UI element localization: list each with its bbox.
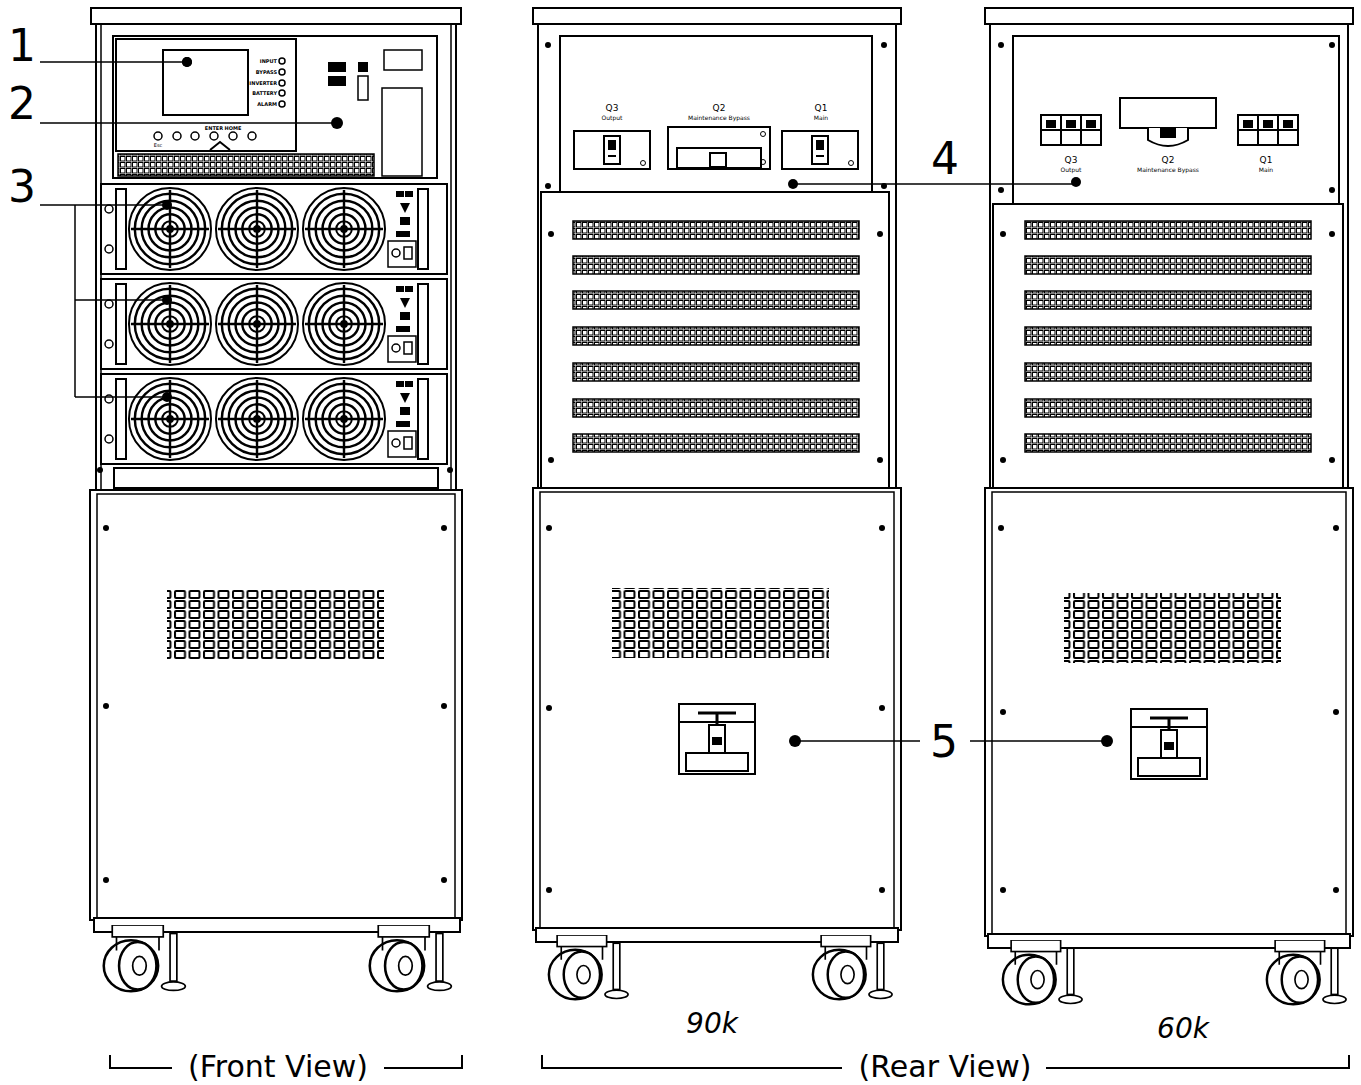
model-label: 60k (1153, 1015, 1213, 1043)
led-label: BATTERY (252, 91, 277, 96)
breaker-label: Q3 (1065, 156, 1078, 165)
breaker-label: Q2 (1162, 156, 1175, 165)
button-label: Esc (154, 143, 163, 148)
breaker-label: Main (814, 115, 828, 121)
led-label: INPUT (260, 59, 277, 64)
leader-lines (40, 57, 1113, 747)
button-label: HOME (225, 126, 242, 131)
view-label: (Front View) (184, 1052, 372, 1082)
breaker-label: Maintenance Bypass (1137, 167, 1199, 173)
callout-number: 1 (8, 24, 36, 68)
view-label: (Rear View) (855, 1052, 1036, 1082)
callout-number: 2 (8, 82, 36, 126)
callout-number: 4 (931, 137, 959, 181)
callout-number: 5 (930, 720, 958, 764)
rear-cabinet-60k (985, 8, 1353, 1004)
breaker-label: Q3 (606, 104, 619, 113)
breaker-label: Q1 (1260, 156, 1273, 165)
led-label: ALARM (257, 102, 277, 107)
breaker-label: Output (1061, 167, 1082, 173)
button-label: ENTER (205, 126, 223, 131)
rear-cabinet-90k (533, 8, 901, 999)
breaker-label: Q1 (815, 104, 828, 113)
led-label: BYPASS (256, 70, 277, 75)
front-cabinet (90, 8, 462, 991)
model-label: 90k (682, 1010, 742, 1038)
breaker-label: Output (602, 115, 623, 121)
callout-number: 3 (8, 165, 36, 209)
breaker-label: Maintenance Bypass (688, 115, 750, 121)
breaker-label: Q2 (713, 104, 726, 113)
breaker-label: Main (1259, 167, 1273, 173)
led-label: INVERTER (249, 81, 277, 86)
